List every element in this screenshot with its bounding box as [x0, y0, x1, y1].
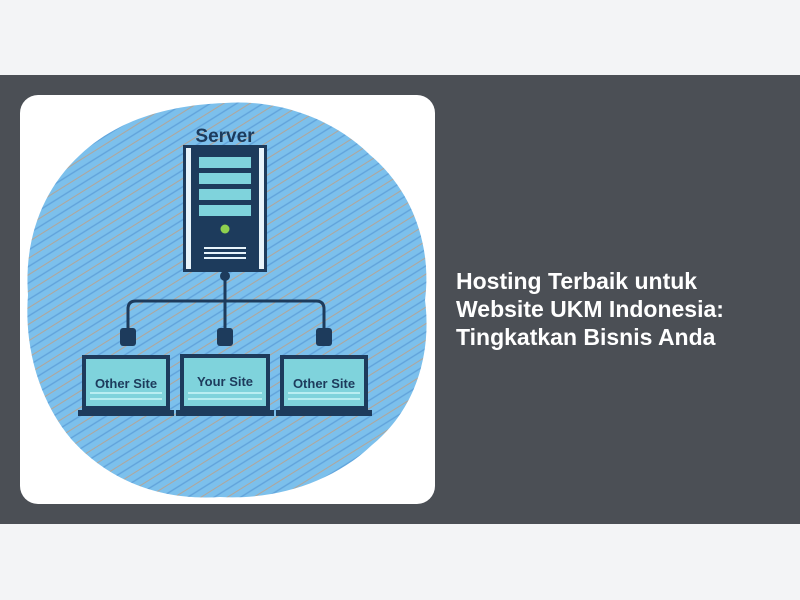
connector-plugs	[120, 271, 332, 346]
laptop-your-site: Your Site	[176, 354, 274, 416]
article-title-line: Tingkatkan Bisnis Anda	[456, 324, 716, 351]
laptop-other-site-left: Other Site	[78, 355, 174, 416]
hosting-illustration: Server	[27, 102, 427, 498]
article-title: Hosting Terbaik untuk Website UKM Indone…	[456, 267, 776, 351]
article-title-line: Website UKM Indonesia:	[456, 296, 724, 323]
server-icon	[183, 145, 267, 272]
hero-banner: Server	[0, 75, 800, 524]
laptop-other-site-right: Other Site	[276, 355, 372, 416]
site-label: Other Site	[95, 376, 157, 391]
site-label: Your Site	[197, 374, 253, 389]
hero-image: Server	[20, 95, 435, 504]
top-band	[0, 0, 800, 75]
server-label: Server	[195, 126, 255, 147]
article-title-line: Hosting Terbaik untuk	[456, 268, 698, 295]
bottom-band	[0, 524, 800, 600]
site-label: Other Site	[293, 376, 355, 391]
